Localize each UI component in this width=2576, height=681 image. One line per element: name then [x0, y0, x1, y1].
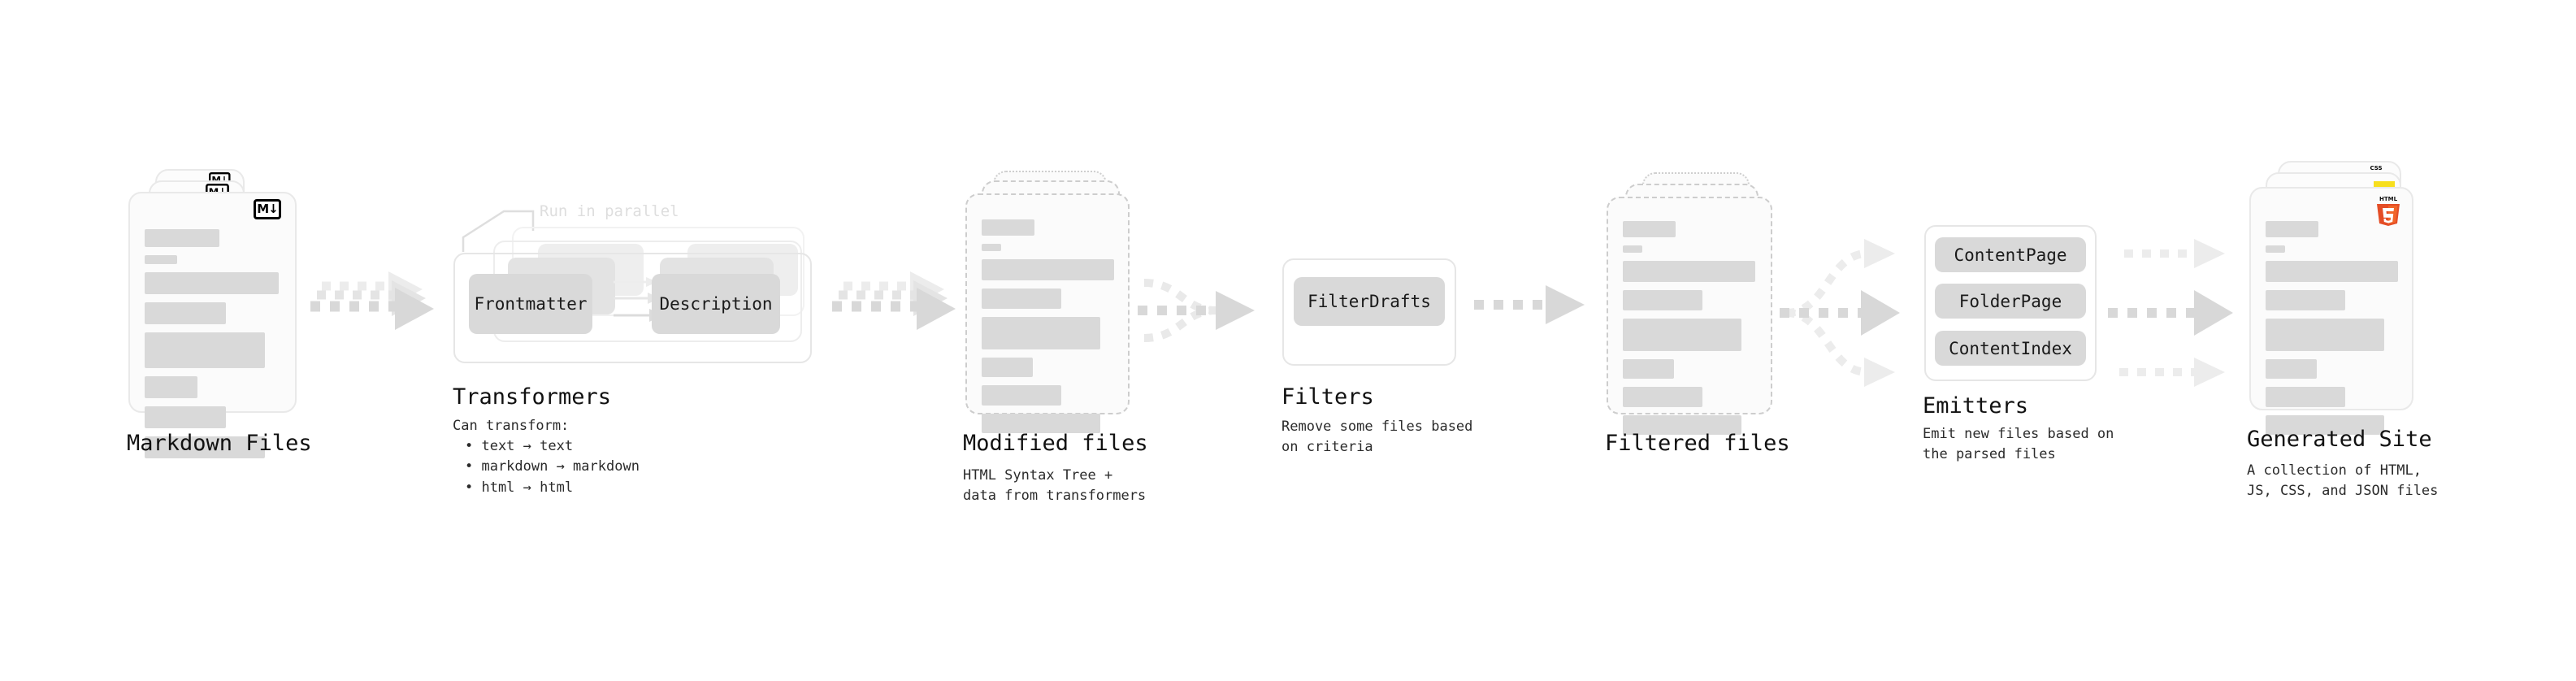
stage-title-filtered-files: Filtered files [1605, 431, 1790, 456]
emitters-caption: Emit new files based on the parsed files [1923, 426, 2114, 462]
content-line [145, 376, 197, 398]
content-line [145, 302, 226, 324]
stage-title-transformers: Transformers [453, 384, 612, 410]
content-line [1623, 319, 1741, 351]
content-line [145, 406, 226, 428]
content-line [982, 259, 1114, 280]
transformer-chip-description[interactable]: Description [652, 274, 780, 334]
content-line [982, 358, 1033, 377]
transformers-bullet-2: • html → html [465, 479, 574, 496]
stage-title-filters: Filters [1281, 384, 1374, 410]
stage-title-emitters: Emitters [1923, 393, 2029, 419]
generated-site-caption: A collection of HTML, JS, CSS, and JSON … [2247, 462, 2439, 499]
content-line [2266, 290, 2345, 310]
content-line [145, 436, 265, 458]
content-line [2266, 415, 2384, 435]
content-line [1623, 290, 1702, 310]
content-line [1623, 387, 1702, 407]
content-line [982, 414, 1100, 433]
emitter-chip-folderpage[interactable]: FolderPage [1935, 284, 2086, 319]
content-line [982, 219, 1034, 236]
emitter-chip-contentindex[interactable]: ContentIndex [1935, 331, 2086, 366]
filter-chip-filterdrafts[interactable]: FilterDrafts [1294, 277, 1445, 326]
content-line [2266, 245, 2285, 253]
content-line [1623, 359, 1674, 379]
markdown-icon: M↓ [254, 199, 281, 219]
filters-box [1282, 258, 1456, 366]
html5-icon: HTML [2377, 196, 2400, 226]
connector-filtered-to-emitters [1780, 239, 1900, 387]
content-line [1623, 415, 1741, 435]
content-line [2266, 221, 2318, 237]
transformers-box-front [453, 253, 812, 363]
filters-caption: Remove some files based on criteria [1281, 419, 1473, 455]
run-in-parallel-label: Run in parallel [540, 202, 679, 220]
content-line [2266, 319, 2384, 351]
content-line [145, 229, 219, 247]
content-line [1623, 245, 1642, 253]
connector-filters-to-filtered [1474, 285, 1585, 324]
content-line [982, 244, 1001, 251]
content-line [1623, 261, 1755, 282]
emitters-box [1924, 225, 2097, 381]
transformers-bullet-0: • text → text [465, 438, 574, 454]
stage-title-modified-files: Modified files [963, 431, 1148, 456]
transformers-caption: Can transform: [453, 418, 570, 434]
connector-transformers-to-modified [832, 271, 956, 330]
connector-modified-to-filters [1138, 279, 1255, 342]
content-line [145, 272, 279, 294]
content-line [982, 385, 1061, 406]
svg-text:HTML: HTML [2379, 196, 2398, 202]
modified-files-caption: HTML Syntax Tree + data from transformer… [963, 467, 1147, 504]
connector-emitters-to-site [2108, 239, 2233, 387]
content-line [1623, 221, 1676, 237]
stage-title-markdown-files: Markdown Files [127, 431, 312, 456]
content-line [2266, 261, 2398, 282]
content-line [2266, 359, 2317, 379]
connector-md-to-transformers [310, 271, 434, 330]
emitter-chip-contentpage[interactable]: ContentPage [1935, 237, 2086, 272]
stage-title-generated-site: Generated Site [2247, 427, 2432, 452]
content-line [145, 255, 177, 264]
transformers-bullet-1: • markdown → markdown [465, 458, 640, 475]
content-line [982, 317, 1100, 349]
run-in-parallel-bracket [462, 210, 535, 252]
transformer-chip-frontmatter[interactable]: Frontmatter [469, 274, 592, 334]
content-line [145, 332, 265, 368]
content-line [2266, 387, 2345, 407]
content-line [982, 288, 1061, 309]
